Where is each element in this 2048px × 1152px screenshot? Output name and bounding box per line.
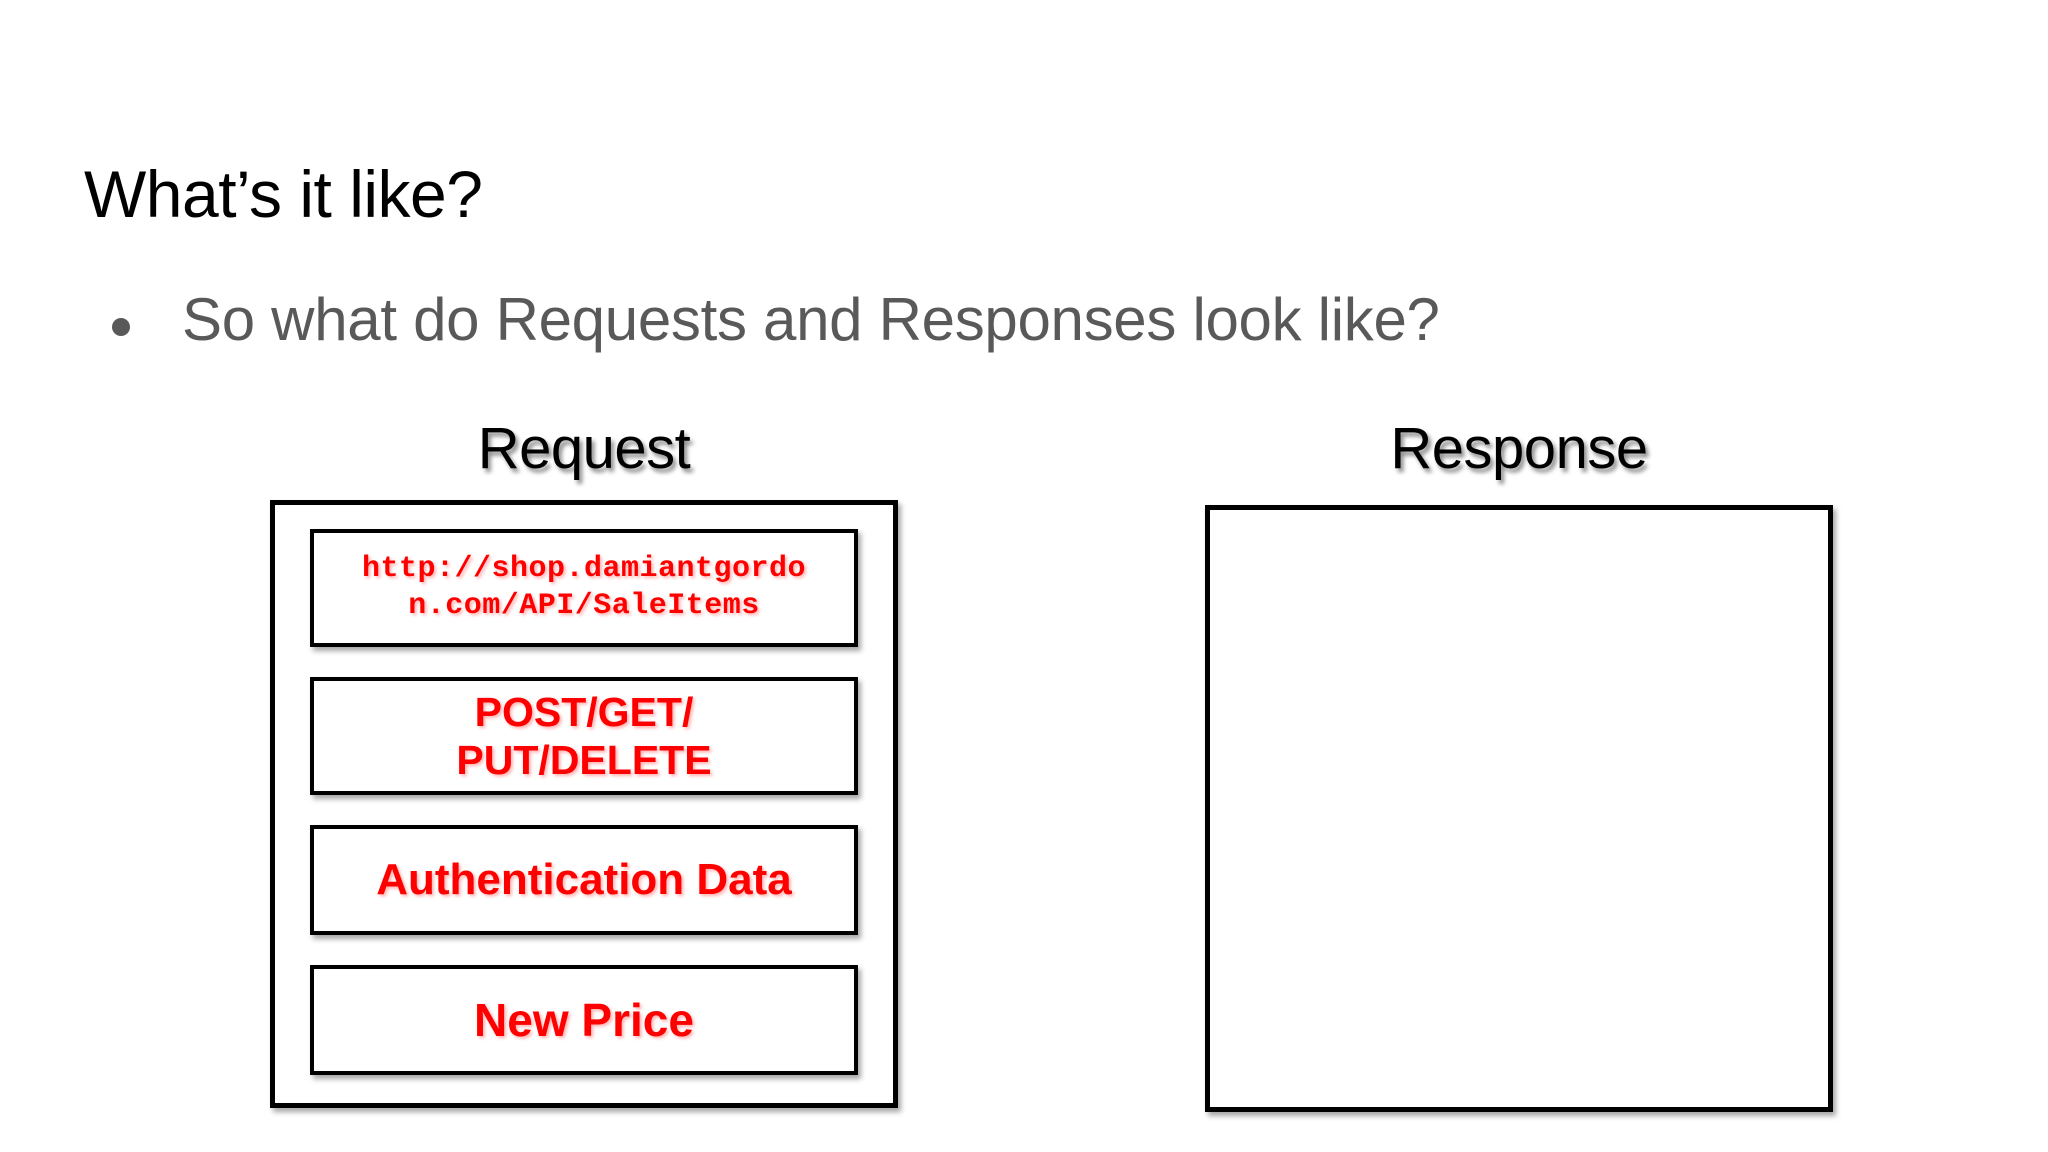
http-methods-line-2: PUT/DELETE: [456, 737, 712, 783]
endpoint-url-line-2: n.com/API/SaleItems: [408, 589, 760, 623]
request-container: http://shop.damiantgordo n.com/API/SaleI…: [270, 500, 898, 1108]
endpoint-url-line-1: http://shop.damiantgordo: [361, 551, 807, 586]
http-methods-line-1: POST/GET/: [474, 688, 694, 735]
bullet-dot-icon: [112, 318, 130, 336]
bullet-list-item: So what do Requests and Responses look l…: [112, 286, 1440, 353]
page-title: What’s it like?: [84, 157, 483, 232]
authentication-data-text: Authentication Data: [376, 854, 792, 904]
request-item-endpoint-url: http://shop.damiantgordo n.com/API/SaleI…: [310, 529, 858, 647]
request-item-new-price: New Price: [310, 965, 858, 1075]
http-methods-text: POST/GET/ PUT/DELETE: [456, 688, 711, 785]
request-item-http-methods: POST/GET/ PUT/DELETE: [310, 677, 858, 795]
bullet-item-label: So what do Requests and Responses look l…: [182, 286, 1440, 353]
request-column-heading: Request: [477, 416, 691, 481]
response-container: [1205, 505, 1833, 1112]
response-column-heading: Response: [1390, 416, 1648, 481]
endpoint-url-text: http://shop.damiantgordo n.com/API/SaleI…: [362, 551, 806, 626]
new-price-text: New Price: [474, 993, 694, 1046]
request-item-authentication-data: Authentication Data: [310, 825, 858, 935]
